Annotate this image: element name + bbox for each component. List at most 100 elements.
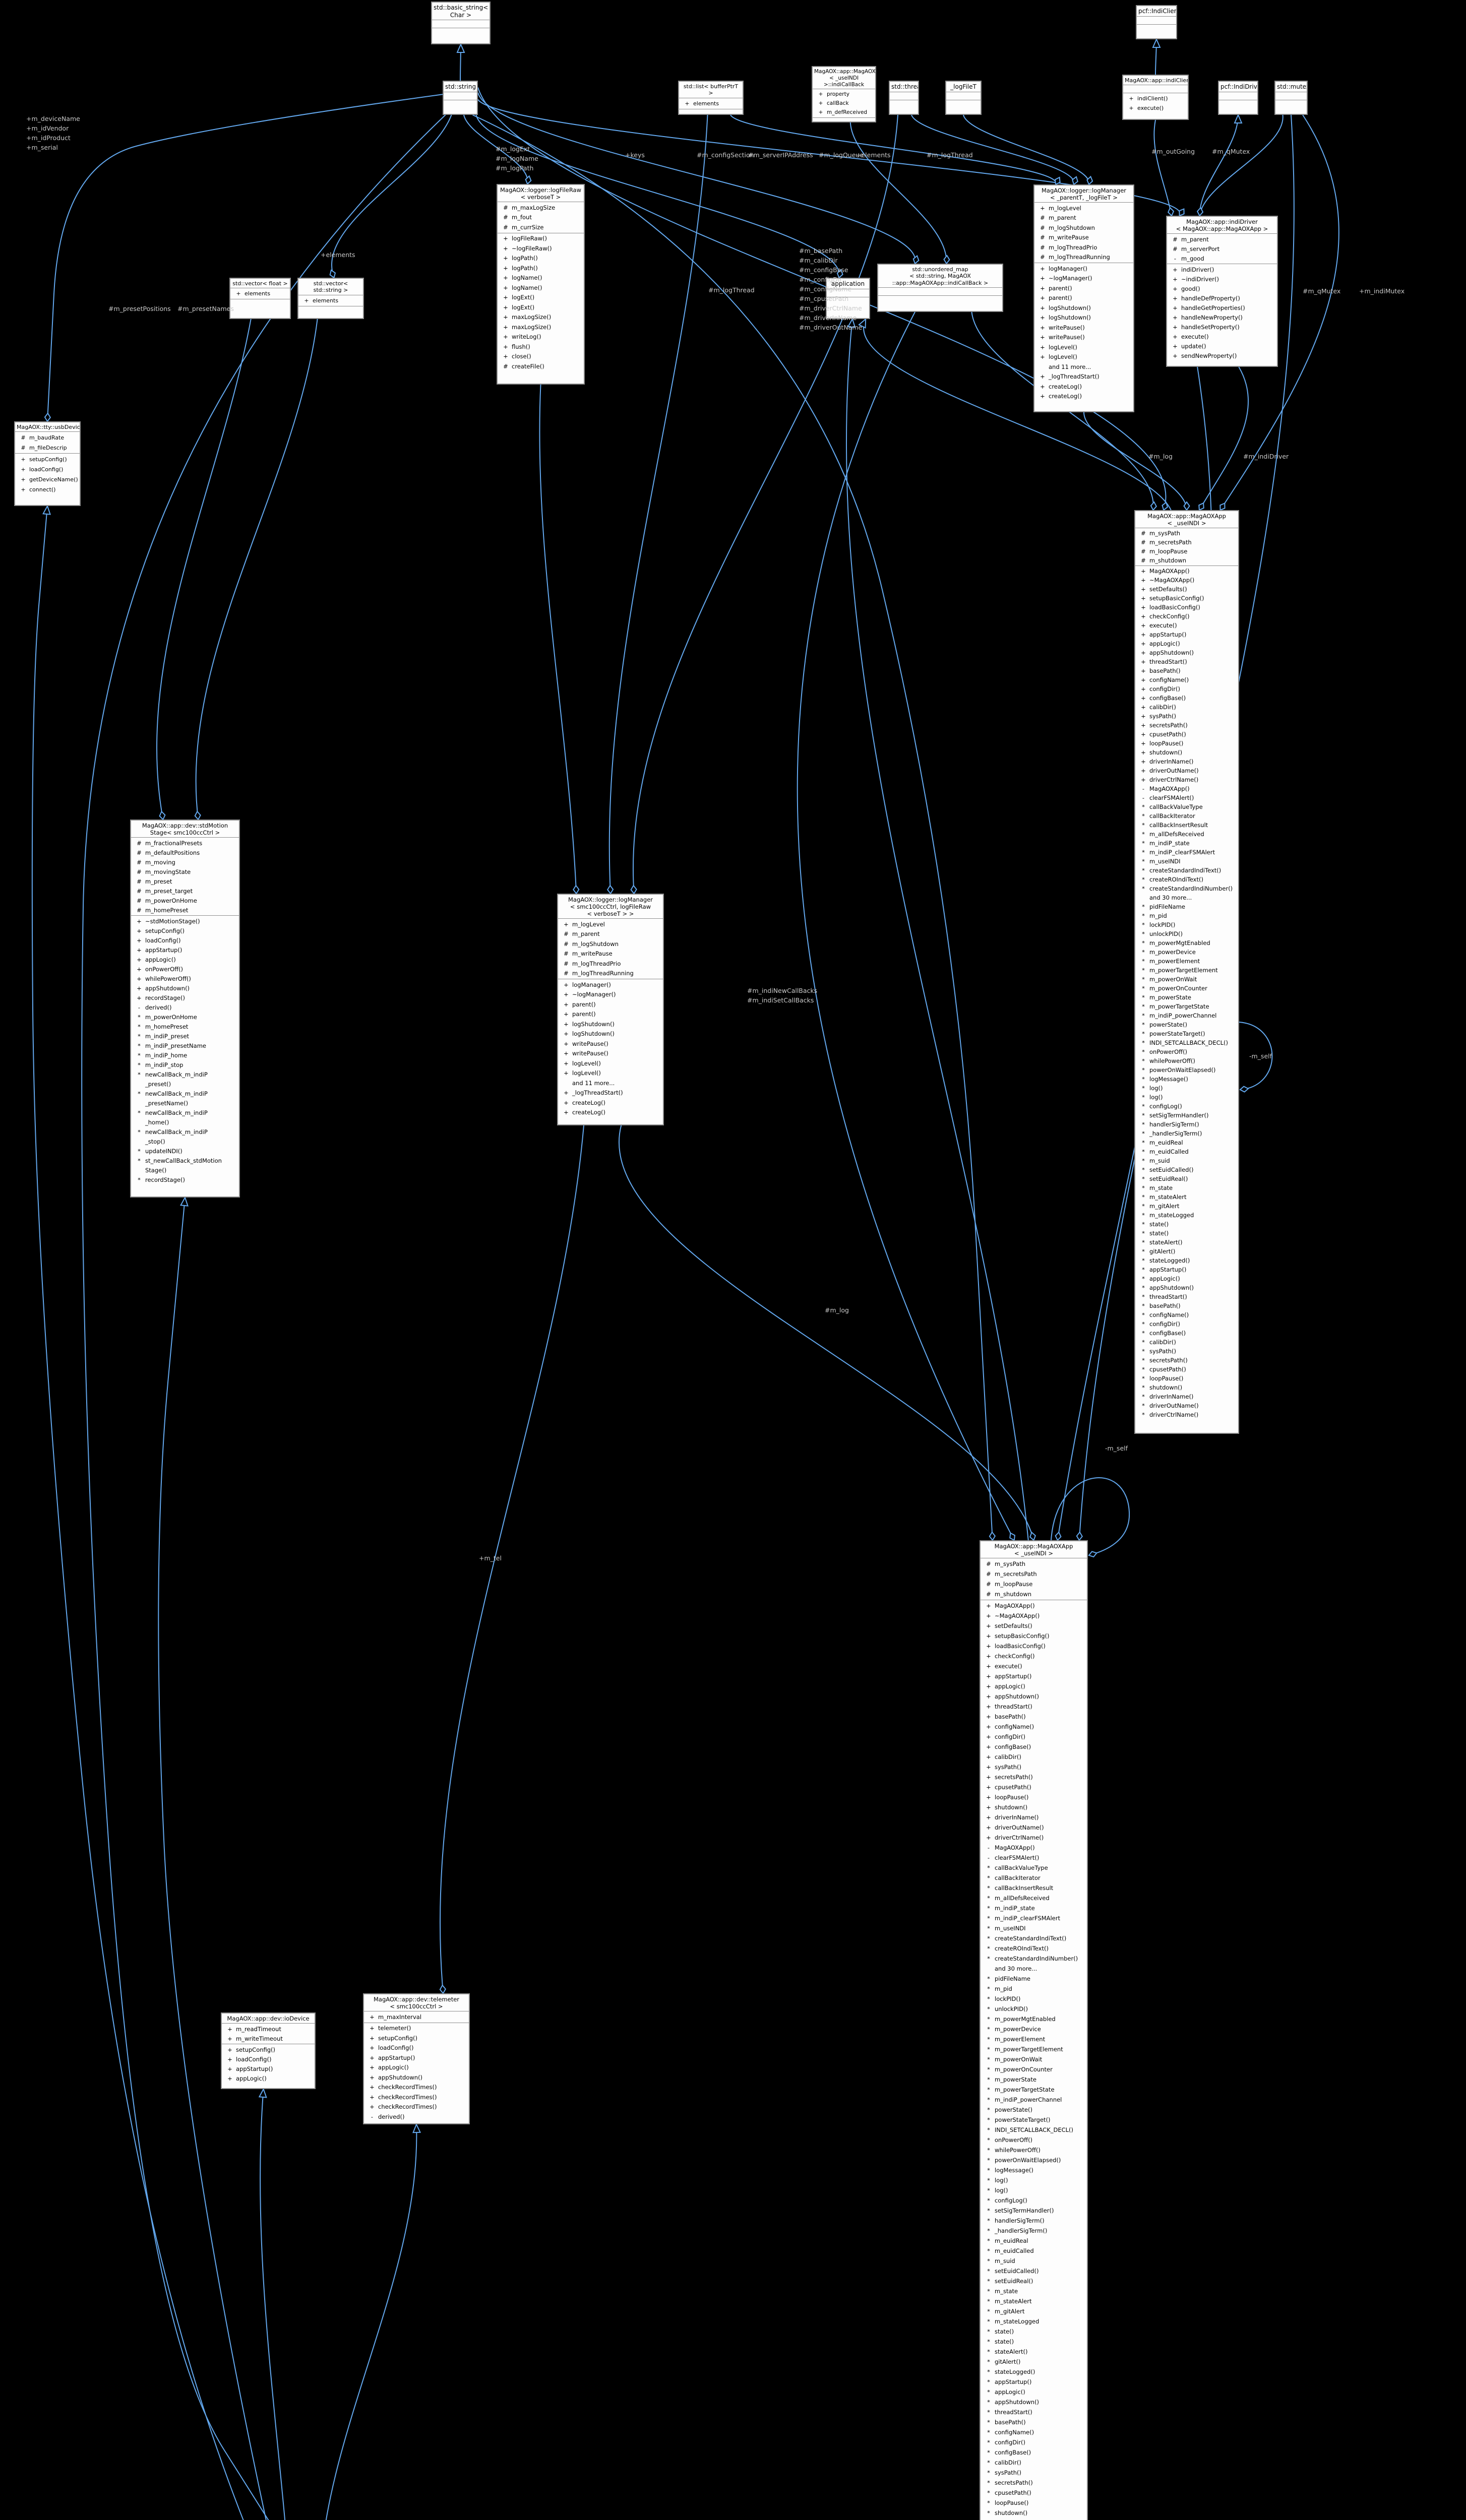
member-visibility: +: [986, 1643, 991, 1650]
member-name: m_defaultPositions: [145, 849, 200, 856]
member-row: *stateAlert(): [981, 2347, 1087, 2357]
member-row: *configDir(): [981, 2437, 1087, 2447]
member-name: m_homePreset: [145, 1023, 189, 1030]
member-visibility: +: [564, 981, 569, 988]
class-node-indiCallBack[interactable]: MagAOX::app::MagAOXApp< _useINDI >::indi…: [812, 66, 876, 122]
class-node-vecStr[interactable]: std::vector< std::string >+elements: [297, 278, 364, 319]
class-node-mutex[interactable]: std::mutex: [1274, 81, 1308, 115]
member-row: *m_useINDI: [1135, 857, 1238, 866]
node-title: std::vector< std::string >: [298, 279, 363, 295]
member-name: _logThreadStart(): [1049, 373, 1100, 381]
member-name: handleNewProperty(): [1181, 313, 1243, 321]
member-row: +cpusetPath(): [1135, 730, 1238, 739]
class-node-logMgrI[interactable]: MagAOX::logger::logManager< smc100ccCtrl…: [557, 894, 664, 1125]
aggregation-diamond: [44, 412, 51, 422]
class-node-logFileT[interactable]: _logFileT: [945, 81, 982, 115]
member-row: *basePath(): [981, 2417, 1087, 2427]
member-row: *callBackIterator: [981, 1873, 1087, 1883]
member-name: loadBasicConfig(): [995, 1643, 1046, 1650]
member-visibility: +: [818, 109, 823, 116]
member-section: [444, 92, 477, 100]
aggregation-diamond: [606, 885, 614, 895]
member-row: *handlerSigTerm(): [1135, 1120, 1238, 1129]
class-node-pcfIndiDriver[interactable]: pcf::IndiDriver: [1218, 81, 1258, 115]
member-row: #m_fileDescrip: [15, 443, 80, 453]
member-row: and 11 more...: [558, 1078, 663, 1088]
member-name: appShutdown(): [378, 2073, 423, 2081]
class-node-unorderedMap[interactable]: std::unordered_map< std::string, MagAOX:…: [877, 264, 1003, 312]
member-row: *m_suid: [981, 2256, 1087, 2266]
class-node-logMgrT[interactable]: MagAOX::logger::logManager< _parentT, _l…: [1033, 184, 1134, 412]
aggregation-edge: [797, 311, 1015, 1541]
aggregation-edge: [463, 114, 528, 184]
member-section: [878, 296, 1002, 303]
member-row: +appShutdown(): [981, 1691, 1087, 1702]
member-name: appLogic(): [145, 956, 176, 963]
member-visibility: *: [1142, 1230, 1145, 1237]
class-node-pcfIndiClient[interactable]: pcf::IndiClient: [1136, 5, 1177, 39]
member-row: *m_indiP_powerChannel: [1135, 1011, 1238, 1020]
member-visibility: *: [1142, 831, 1145, 838]
inheritance-edge: [325, 2124, 417, 2520]
member-visibility: *: [138, 1157, 141, 1164]
member-visibility: #: [1173, 245, 1178, 253]
member-row: *shutdown(): [981, 2508, 1087, 2518]
member-row: *INDI_SETCALLBACK_DECL(): [981, 2125, 1087, 2135]
aggregation-diamond: [1054, 176, 1061, 185]
member-row: +logExt(): [498, 302, 584, 312]
member-visibility: +: [137, 984, 142, 992]
member-visibility: [560, 1080, 572, 1087]
node-title: pcf::IndiDriver: [1219, 82, 1257, 92]
member-row: +m_writeTimeout: [222, 2034, 315, 2043]
member-visibility: *: [1142, 1275, 1145, 1283]
class-node-vecFloat[interactable]: std::vector< float >+elements: [229, 278, 291, 319]
member-row: +good(): [1167, 284, 1277, 293]
member-name: whilePowerOff(): [995, 2147, 1041, 2154]
class-node-stdString[interactable]: std::string: [443, 81, 478, 115]
aggregation-diamond: [1076, 1531, 1083, 1541]
member-name: appStartup(): [995, 2378, 1032, 2386]
member-visibility: +: [1141, 613, 1146, 620]
member-visibility: +: [986, 1683, 991, 1690]
member-row: +elements: [230, 289, 290, 298]
member-name: flush(): [512, 343, 530, 350]
member-section: [1137, 17, 1176, 25]
member-name: m_movingState: [145, 868, 191, 875]
member-name: execute(): [1181, 333, 1209, 340]
member-name: logExt(): [512, 294, 535, 301]
member-row: *callBackIterator: [1135, 811, 1238, 821]
class-node-logFileRaw[interactable]: MagAOX::logger::logFileRaw< verboseT >#m…: [497, 184, 585, 385]
class-node-ioDevice[interactable]: MagAOX::app::dev::ioDevice+m_readTimeout…: [221, 2012, 316, 2089]
class-node-indiDriverM[interactable]: MagAOX::app::indiDriver< MagAOX::app::Ma…: [1166, 216, 1278, 367]
class-node-indiClientM[interactable]: MagAOX::app::indiClient+indiClient()+exe…: [1122, 75, 1189, 120]
member-name: m_powerTargetState: [1149, 1003, 1209, 1011]
member-row: +driverInName(): [1135, 757, 1238, 766]
member-row: *newCallBack_m_indiP: [131, 1069, 239, 1079]
member-visibility: +: [1040, 324, 1045, 331]
member-name: checkRecordTimes(): [378, 2093, 437, 2101]
class-node-basicString[interactable]: std::basic_string<Char >: [431, 2, 491, 44]
class-node-magAppMid[interactable]: MagAOX::app::MagAOXApp< _useINDI >#m_sys…: [980, 1540, 1088, 2520]
member-name: setupConfig(): [145, 927, 185, 934]
inheritance-edge: [158, 1197, 267, 2520]
member-visibility: +: [564, 991, 569, 998]
member-row: +appLogic(): [981, 1681, 1087, 1691]
class-node-usbDevice[interactable]: MagAOX::tty::usbDevice#m_baudRate#m_file…: [14, 421, 81, 506]
member-row: -derived(): [364, 2112, 469, 2122]
member-section: [1137, 25, 1176, 32]
class-node-thread[interactable]: std::thread: [889, 81, 919, 115]
class-node-telemeter[interactable]: MagAOX::app::dev::telemeter< smc100ccCtr…: [363, 1993, 470, 2124]
member-visibility: #: [137, 868, 142, 875]
member-visibility: +: [1173, 275, 1178, 283]
class-node-magAppRight[interactable]: MagAOX::app::MagAOXApp< _useINDI >#m_sys…: [1134, 510, 1239, 1434]
member-row: #m_powerOnHome: [131, 896, 239, 905]
node-title: std::list< bufferPtrT >: [679, 82, 743, 98]
member-section: +elements: [298, 295, 363, 306]
member-row: +execute(): [981, 1661, 1087, 1671]
class-node-application[interactable]: application: [826, 278, 870, 319]
class-node-listBufT[interactable]: std::list< bufferPtrT >+elements: [678, 81, 744, 115]
member-row: +logManager(): [1034, 264, 1133, 274]
member-name: m_powerDevice: [995, 2026, 1041, 2033]
aggregation-edge: [1199, 114, 1284, 216]
